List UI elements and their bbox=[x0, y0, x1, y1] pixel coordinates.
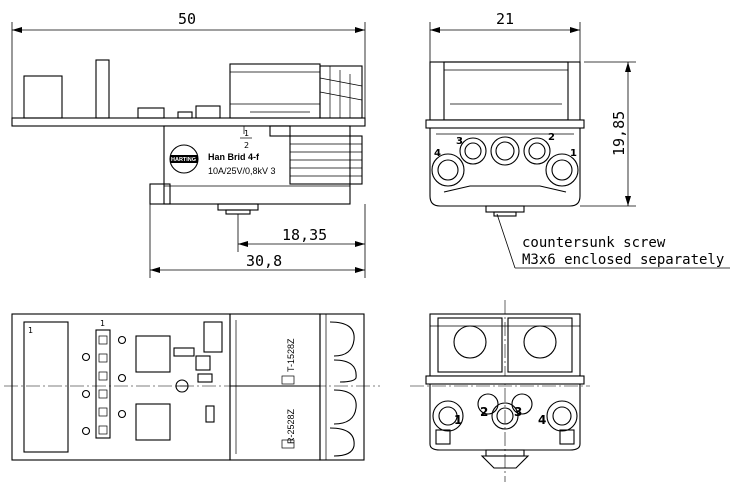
top-view: 1 1 T-1528Z R-2528Z bbox=[4, 313, 380, 461]
product-name: Han Brid 4-f bbox=[208, 152, 260, 162]
pin-label-4: 4 bbox=[434, 148, 441, 159]
pcb-mark-2: 1 bbox=[100, 319, 105, 328]
front-view: 1 2 3 4 bbox=[410, 300, 590, 482]
product-label: HARTING Han Brid 4-f 10A/25V/0,8kV 3 1 2 bbox=[169, 129, 276, 176]
contacts-bottom: 1 2 3 4 bbox=[432, 393, 578, 432]
product-rating: 10A/25V/0,8kV 3 bbox=[208, 166, 276, 176]
svg-text:1: 1 bbox=[244, 129, 249, 138]
pin-label-b1: 1 bbox=[454, 413, 462, 427]
pin-label-2: 2 bbox=[548, 132, 555, 143]
end-view: 21 4 3 2 1 bbox=[425, 10, 730, 269]
dim-label-50: 50 bbox=[178, 10, 196, 28]
connector-housing: HARTING Han Brid 4-f 10A/25V/0,8kV 3 1 2 bbox=[149, 125, 363, 215]
connector-top-view: T-1528Z R-2528Z bbox=[229, 313, 365, 461]
pin-label-b4: 4 bbox=[538, 413, 546, 427]
component-tall bbox=[95, 59, 110, 119]
pcb-outline bbox=[11, 313, 231, 461]
contacts-side: 4 3 2 1 bbox=[431, 132, 579, 187]
pin-label-3: 3 bbox=[456, 136, 463, 147]
svg-text:HARTING: HARTING bbox=[171, 157, 196, 163]
note-line-2: M3x6 enclosed separately bbox=[522, 252, 724, 268]
pin-label-1: 1 bbox=[570, 148, 577, 159]
pcb-mark-1: 1 bbox=[28, 326, 33, 335]
part-code-bottom: R-2528Z bbox=[286, 408, 296, 444]
dim-label-21: 21 bbox=[496, 10, 514, 28]
pcb-board bbox=[11, 117, 366, 127]
dim-label-308: 30,8 bbox=[246, 252, 282, 270]
pin-label-b3: 3 bbox=[514, 405, 522, 419]
part-code-top: T-1528Z bbox=[286, 338, 296, 372]
component-block bbox=[23, 75, 63, 119]
leader-line bbox=[496, 213, 516, 269]
terminal-block bbox=[229, 63, 363, 119]
svg-text:2: 2 bbox=[244, 141, 249, 150]
dim-label-1985: 19,85 bbox=[610, 111, 628, 156]
note-line-1: countersunk screw bbox=[522, 235, 666, 251]
dim-label-1835: 18,35 bbox=[282, 226, 327, 244]
pin-label-b2: 2 bbox=[480, 405, 488, 419]
side-view: 50 bbox=[11, 10, 366, 278]
